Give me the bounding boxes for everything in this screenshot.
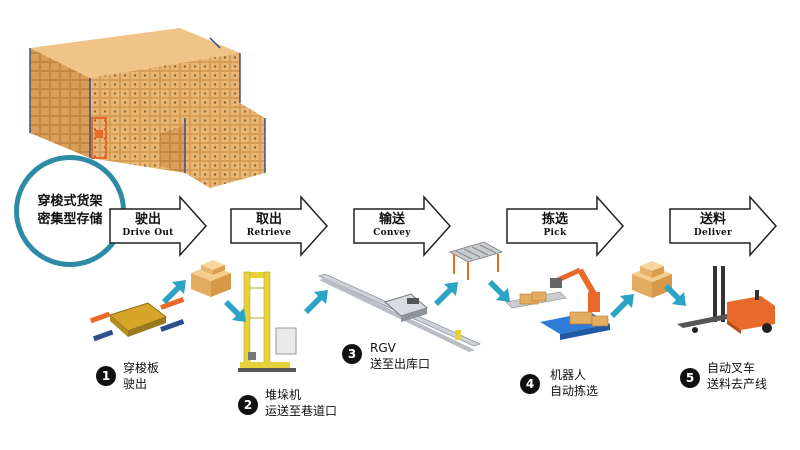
flow-arrow-icon: [664, 284, 686, 306]
rack-warehouse-icon: [29, 28, 266, 188]
stage-arrow-convey: 输送 Convey: [352, 195, 452, 257]
step-label: 堆垛机 运送至巷道口: [265, 387, 337, 419]
step-number: 4: [520, 374, 540, 394]
step-label: RGV 送至出库口: [370, 340, 430, 372]
stage-en: Drive Out: [122, 228, 174, 238]
step-label-line1: RGV: [370, 341, 396, 355]
step-label-line2: 运送至巷道口: [265, 404, 338, 418]
stage-arrow-retrieve: 取出 Retrieve: [229, 195, 329, 257]
flow-arrow-icon: [224, 300, 246, 322]
stage-cn: 输送: [378, 212, 405, 227]
stacker-crane-icon: [238, 271, 297, 372]
step-number: 5: [680, 368, 700, 388]
forklift-icon: [677, 266, 775, 334]
step-label: 自动叉车 送料去产线: [707, 360, 767, 392]
flow-arrow-icon: [304, 290, 328, 314]
step-label-line2: 驶出: [123, 377, 148, 391]
boxes-icon: [191, 260, 231, 297]
flow-arrow-icon: [162, 280, 186, 304]
stage-cn: 拣选: [541, 212, 568, 227]
stage-en: Deliver: [693, 228, 733, 238]
storage-type-line2: 密集型存储: [37, 212, 103, 227]
flow-arrow-icon: [488, 280, 510, 302]
stage-en: Convey: [373, 228, 411, 238]
flow-arrow-icon: [434, 282, 458, 306]
step-label-line1: 穿梭板: [123, 361, 160, 375]
step-label-line1: 自动叉车: [707, 361, 756, 375]
step-label: 机器人 自动拣选: [550, 367, 598, 399]
stage-en: Retrieve: [246, 228, 292, 238]
stage-arrow-pick: 拣选 Pick: [505, 195, 625, 257]
step-label-line1: 机器人: [550, 368, 587, 382]
step-label-line2: 送至出库口: [370, 357, 431, 371]
step-label-line2: 送料去产线: [707, 377, 768, 391]
stage-cn: 送料: [699, 212, 726, 227]
boxes-icon: [632, 261, 672, 298]
step-label-line2: 自动拣选: [550, 384, 599, 398]
step-number: 2: [238, 395, 258, 415]
flow-arrow-icon: [610, 294, 634, 318]
roller-conveyor-icon: [448, 241, 504, 280]
stage-cn: 驶出: [134, 212, 161, 227]
step-label-line1: 堆垛机: [265, 388, 302, 402]
storage-type-label: 穿梭式货架 密集型存储: [14, 155, 126, 267]
stage-arrow-drive-out: 驶出 Drive Out: [108, 195, 208, 257]
stage-cn: 取出: [255, 212, 282, 227]
stage-en: Pick: [543, 228, 567, 238]
rgv-rail-icon: [317, 273, 482, 352]
step-number: 1: [96, 366, 116, 386]
step-number: 3: [342, 344, 362, 364]
stage-arrow-deliver: 送料 Deliver: [668, 195, 778, 257]
step-label: 穿梭板 驶出: [123, 360, 159, 392]
storage-type-line1: 穿梭式货架: [37, 194, 103, 209]
shuttle-icon: [89, 297, 185, 342]
robot-arm-icon: [505, 267, 610, 340]
